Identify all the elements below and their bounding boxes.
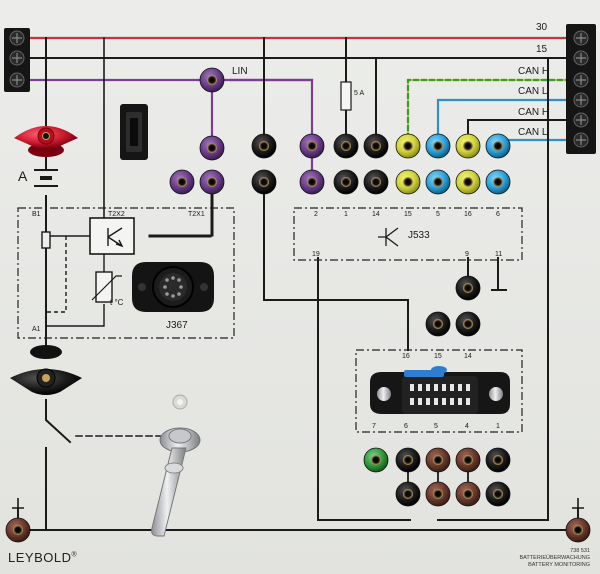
socket-brown[interactable] — [455, 447, 481, 473]
j367-internals — [41, 217, 135, 328]
pin-diag-6: 6 — [404, 423, 408, 430]
caption-en: BATTERY MONITORING — [528, 562, 590, 568]
socket-green[interactable] — [363, 447, 389, 473]
socket-blue[interactable] — [425, 133, 451, 159]
label-can-h-1: CAN H — [518, 66, 550, 77]
socket-yellow[interactable] — [455, 133, 481, 159]
socket-blue[interactable] — [485, 133, 511, 159]
socket-brown[interactable] — [565, 517, 591, 543]
socket-violet[interactable] — [299, 133, 325, 159]
socket-black[interactable] — [395, 481, 421, 507]
j533-outline — [293, 207, 523, 261]
pin-j533-14: 14 — [372, 211, 380, 218]
red-rotary-knob[interactable] — [14, 126, 78, 157]
brand-logo: LEYBOLD® — [8, 550, 77, 565]
socket-black[interactable] — [395, 447, 421, 473]
socket-black[interactable] — [485, 481, 511, 507]
obd-connector[interactable] — [370, 366, 510, 414]
pin-j533-9: 9 — [465, 251, 469, 258]
terminal-block-right — [566, 24, 596, 154]
socket-black[interactable] — [363, 169, 389, 195]
label-ammeter: A — [18, 168, 28, 184]
label-lin: LIN — [232, 66, 248, 77]
socket-black[interactable] — [251, 169, 277, 195]
fuse-holder[interactable] — [120, 104, 148, 160]
socket-yellow[interactable] — [395, 133, 421, 159]
label-can-l-1: CAN L — [518, 86, 548, 97]
pin-t2x2: T2X2 — [108, 211, 125, 218]
caption-de: BATTERIEÜBERWACHUNG — [519, 555, 591, 561]
ammeter-symbol — [34, 169, 58, 187]
label-j367: J367 — [166, 320, 188, 331]
diagnostic-outline — [355, 349, 523, 433]
pin-diag-7: 7 — [372, 423, 376, 430]
label-terminal-15: 15 — [536, 44, 548, 55]
pin-j533-2: 2 — [314, 211, 318, 218]
socket-black[interactable] — [485, 447, 511, 473]
module-outlines — [17, 207, 523, 433]
black-rotary-knob[interactable] — [10, 345, 82, 395]
socket-yellow[interactable] — [455, 169, 481, 195]
socket-array — [5, 67, 591, 543]
socket-brown[interactable] — [425, 481, 451, 507]
pin-diag-4: 4 — [465, 423, 469, 430]
pin-diag-15: 15 — [434, 353, 442, 360]
socket-brown[interactable] — [5, 517, 31, 543]
label-terminal-30: 30 — [536, 22, 548, 33]
registered-mark: ® — [71, 551, 78, 559]
socket-blue[interactable] — [425, 169, 451, 195]
label-temperature: t °C — [110, 298, 124, 307]
pin-j533-6: 6 — [496, 211, 500, 218]
j367-connector[interactable] — [132, 262, 214, 312]
pin-j533-11: 11 — [495, 251, 503, 258]
pin-j533-15: 15 — [404, 211, 412, 218]
socket-brown[interactable] — [425, 447, 451, 473]
pin-a1: A1 — [32, 326, 41, 333]
wiring — [16, 36, 579, 531]
panel-caption: 738 531 BATTERIEÜBERWACHUNG BATTERY MONI… — [520, 548, 591, 569]
j367-outline — [17, 207, 235, 339]
socket-violet[interactable] — [299, 169, 325, 195]
transistor-box — [89, 217, 135, 255]
socket-violet[interactable] — [199, 135, 225, 161]
label-j533: J533 — [408, 230, 430, 241]
socket-violet[interactable] — [169, 169, 195, 195]
j533-symbol — [378, 227, 399, 247]
socket-black[interactable] — [425, 311, 451, 337]
brand-name: LEYBOLD — [8, 550, 72, 565]
socket-black[interactable] — [251, 133, 277, 159]
socket-black[interactable] — [455, 275, 481, 301]
pin-j533-19: 19 — [312, 251, 320, 258]
pin-diag-1: 1 — [496, 423, 500, 430]
ignition-key-switch[interactable] — [151, 394, 201, 537]
socket-yellow[interactable] — [395, 169, 421, 195]
label-fuse-rating: 5 A — [354, 90, 365, 97]
ground-symbols — [12, 498, 584, 509]
socket-violet[interactable] — [199, 67, 225, 93]
pin-j533-5: 5 — [436, 211, 440, 218]
socket-blue[interactable] — [485, 169, 511, 195]
pin-b1: B1 — [32, 211, 41, 218]
terminal-block-left — [4, 28, 30, 92]
fuse-symbol — [340, 81, 352, 111]
label-can-h-2: CAN H — [518, 107, 550, 118]
label-can-l-2: CAN L — [518, 127, 548, 138]
socket-black[interactable] — [363, 133, 389, 159]
pin-diag-5: 5 — [434, 423, 438, 430]
socket-black[interactable] — [333, 133, 359, 159]
pin-diag-16: 16 — [402, 353, 410, 360]
pin-diag-14: 14 — [464, 353, 472, 360]
socket-brown[interactable] — [455, 481, 481, 507]
pin-j533-1: 1 — [344, 211, 348, 218]
socket-violet[interactable] — [199, 169, 225, 195]
socket-black[interactable] — [333, 169, 359, 195]
pin-t2x1: T2X1 — [188, 211, 205, 218]
catalog-number: 738 531 — [570, 548, 590, 554]
pin-j533-16: 16 — [464, 211, 472, 218]
socket-black[interactable] — [455, 311, 481, 337]
